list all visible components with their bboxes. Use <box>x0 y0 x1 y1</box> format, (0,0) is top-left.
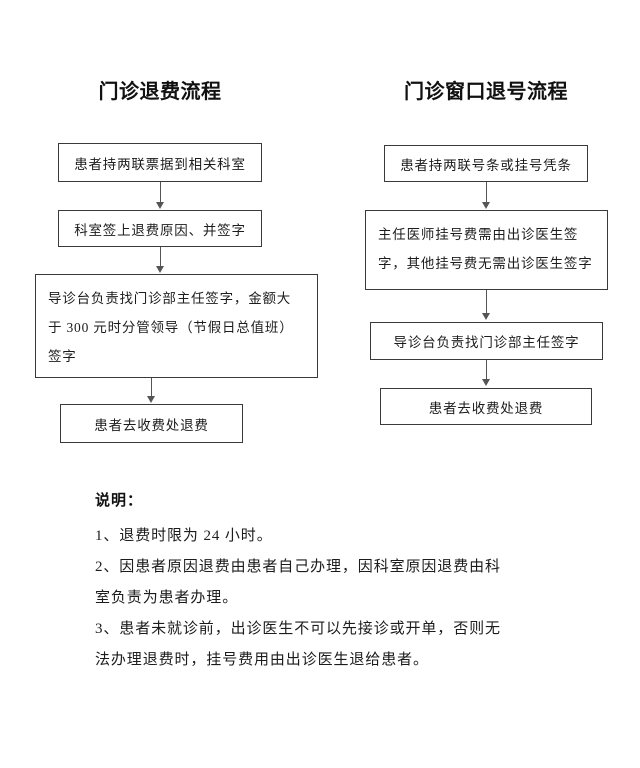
right-arrowhead-2 <box>481 313 490 320</box>
right-flow-step-1-label: 患者持两联号条或挂号凭条 <box>400 157 572 173</box>
left-column-title: 门诊退费流程 <box>98 81 222 103</box>
right-arrowhead-3 <box>481 379 490 386</box>
right-column-title: 门诊窗口退号流程 <box>404 81 568 103</box>
left-connector-1 <box>159 182 161 203</box>
left-flow-step-4-label: 患者去收费处退费 <box>94 417 209 433</box>
right-flow-step-1: 患者持两联号条或挂号凭条 <box>384 145 588 182</box>
notes-line-4: 3、患者未就诊前，出诊医生不可以先接诊或开单，否则无 <box>95 621 501 637</box>
left-flow-step-2: 科室签上退费原因、并签字 <box>58 210 262 247</box>
notes-heading: 说明： <box>95 493 144 509</box>
right-connector-2 <box>485 290 487 315</box>
right-connector-1 <box>485 182 487 203</box>
left-flow-step-2-label: 科室签上退费原因、并签字 <box>74 222 246 238</box>
left-connector-2 <box>159 247 161 268</box>
notes-line-3: 室负责为患者办理。 <box>95 590 239 606</box>
right-arrowhead-1 <box>481 202 490 209</box>
left-arrowhead-3 <box>146 396 155 403</box>
right-flow-step-2-label: 主任医师挂号费需由出诊医生签字，其他挂号费无需出诊医生签字 <box>378 227 593 271</box>
notes-line-2: 2、因患者原因退费由患者自己办理，因科室原因退费由科 <box>95 559 501 575</box>
left-arrowhead-2 <box>155 266 164 273</box>
right-flow-step-4-label: 患者去收费处退费 <box>428 400 544 416</box>
notes-line-5: 法办理退费时，挂号费用由出诊医生退给患者。 <box>95 652 429 668</box>
right-flow-step-3-label: 导诊台负责找门诊部主任签字 <box>393 335 580 350</box>
notes-section: 说明： 1、退费时限为 24 小时。 2、因患者原因退费由患者自己办理，因科室原… <box>95 490 565 676</box>
left-flow-step-4: 患者去收费处退费 <box>60 404 243 443</box>
left-flow-step-3: 导诊台负责找门诊部主任签字，金额大于 300 元时分管领导（节假日总值班）签字 <box>35 274 318 378</box>
right-flow-step-2: 主任医师挂号费需由出诊医生签字，其他挂号费无需出诊医生签字 <box>365 210 608 290</box>
left-flow-step-3-label: 导诊台负责找门诊部主任签字，金额大于 300 元时分管领导（节假日总值班）签字 <box>48 291 294 364</box>
left-connector-3 <box>150 378 152 398</box>
right-flow-step-3: 导诊台负责找门诊部主任签字 <box>370 322 603 360</box>
notes-line-1: 1、退费时限为 24 小时。 <box>95 528 273 544</box>
left-arrowhead-1 <box>155 202 164 209</box>
right-flow-step-4: 患者去收费处退费 <box>380 388 592 425</box>
left-flow-step-1: 患者持两联票据到相关科室 <box>58 143 262 182</box>
left-flow-step-1-label: 患者持两联票据到相关科室 <box>74 156 246 172</box>
right-connector-3 <box>485 360 487 381</box>
